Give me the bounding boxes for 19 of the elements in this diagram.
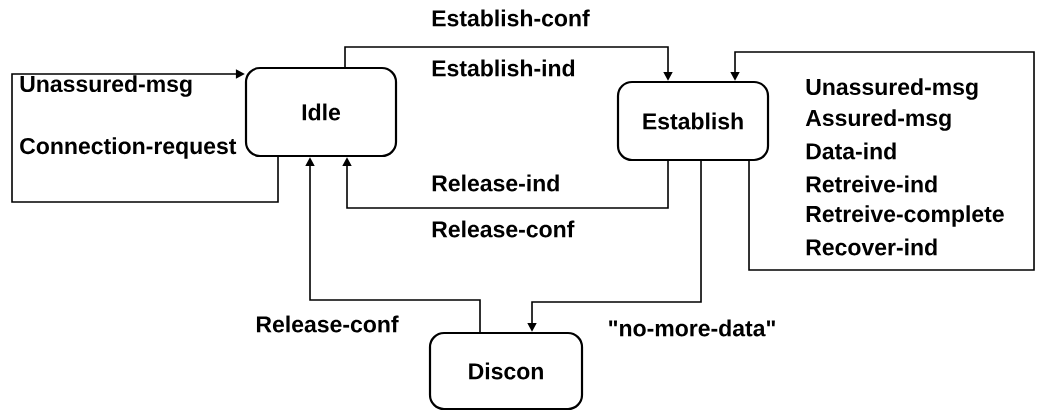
state-box: Idle bbox=[244, 66, 398, 158]
event-label: Retreive-ind bbox=[806, 175, 937, 193]
event-label: Retreive-complete bbox=[806, 205, 1004, 227]
arrow bbox=[730, 51, 1035, 271]
edge-label: Release-conf bbox=[254, 314, 400, 334]
edge-label: "no-more-data" bbox=[606, 318, 778, 338]
event-label: Data-ind bbox=[806, 142, 896, 160]
state-box: Establish bbox=[616, 80, 770, 162]
event-label: Release-conf bbox=[432, 220, 575, 238]
event-label: Unassured-msg bbox=[806, 78, 978, 100]
event-label: Establish-conf bbox=[432, 9, 590, 27]
event-label: Assured-msg bbox=[805, 109, 951, 131]
arrow bbox=[11, 69, 279, 203]
event-label: Recover-ind bbox=[806, 238, 937, 256]
state-box: Discon bbox=[428, 331, 584, 411]
event-label: Connection-request bbox=[20, 137, 237, 159]
event-label: Unassured-msg bbox=[20, 75, 192, 97]
event-label: Release-ind bbox=[432, 174, 559, 192]
event-label: Establish-ind bbox=[432, 59, 575, 77]
